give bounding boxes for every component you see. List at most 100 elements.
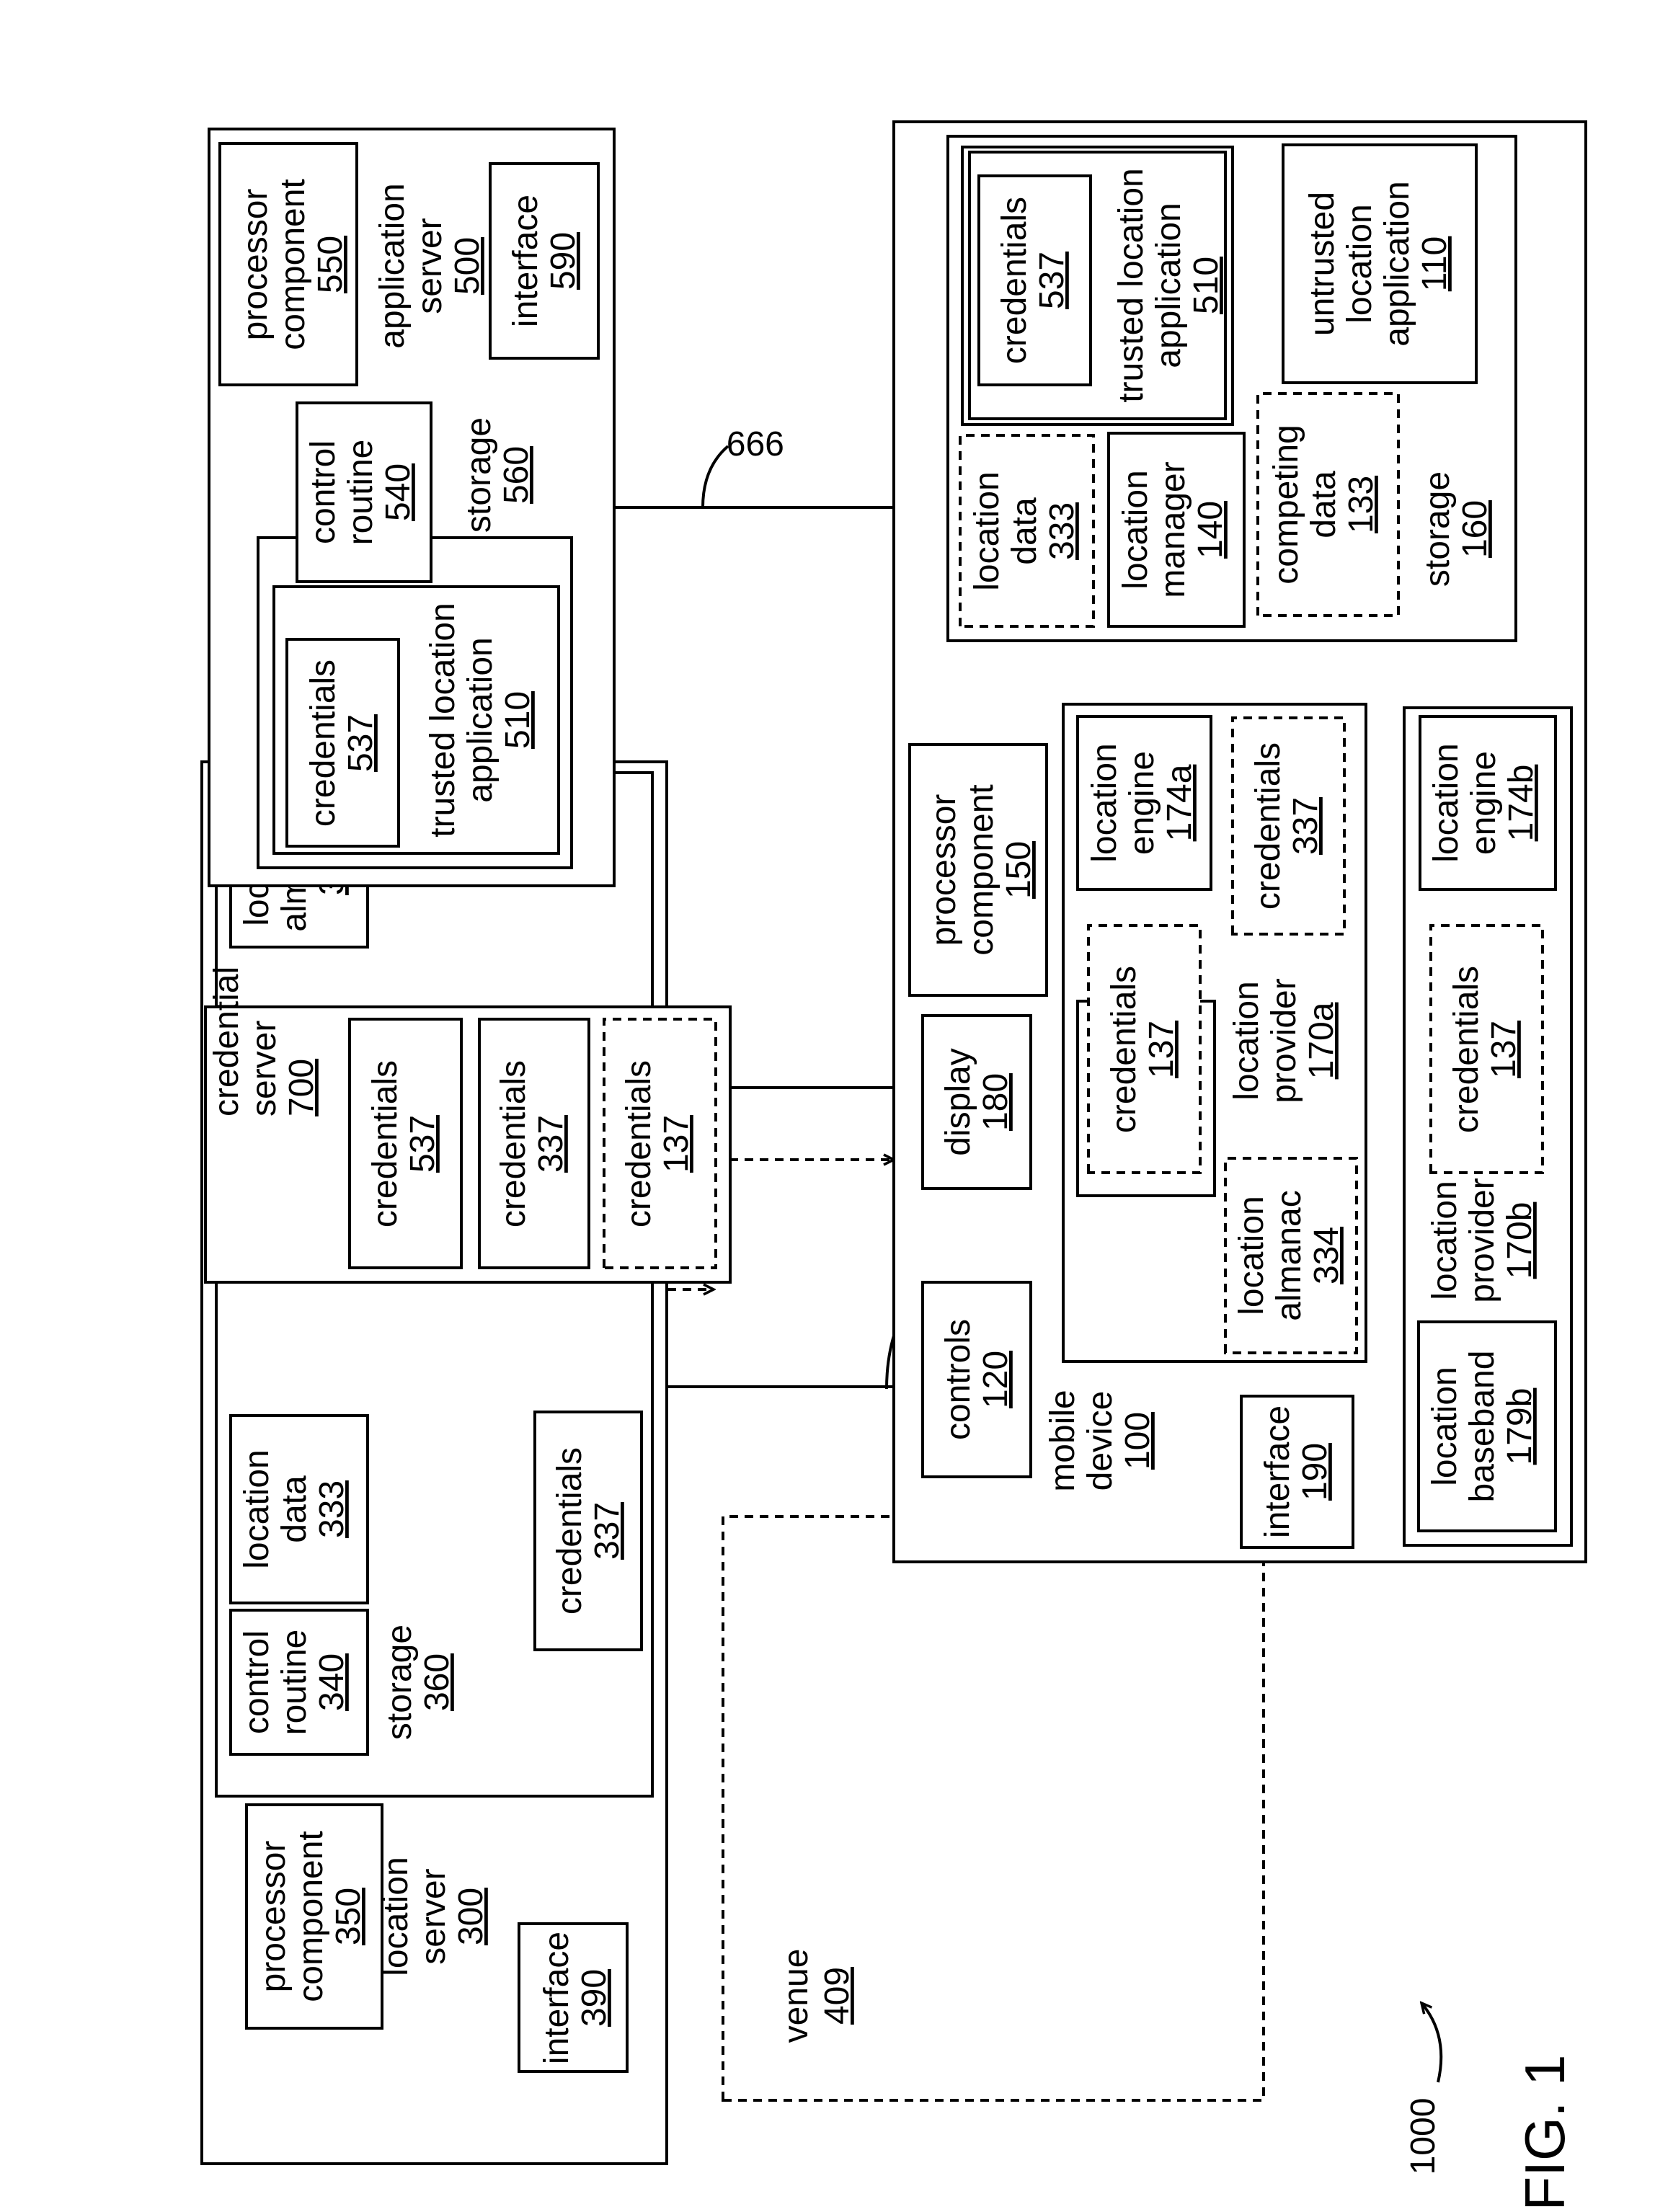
venue-number: 409 (818, 1967, 856, 2025)
md-locmgr-l2: manager (1154, 461, 1192, 598)
ls-processor-l1: processor (254, 1841, 293, 1993)
link-999-label: 999 (727, 424, 784, 462)
md-enga-num: 174a (1161, 764, 1199, 841)
md-cred537-l1: credentials (995, 197, 1034, 364)
mobile-device: mobile device 100 controls 120 display 1… (894, 122, 1586, 1562)
md-pa-l1: location (1228, 981, 1266, 1100)
as-tla-l1: trusted location (424, 603, 462, 838)
cs-label-l2: server (245, 1021, 283, 1116)
md-label-num: 100 (1119, 1412, 1157, 1470)
as-cred-num: 537 (342, 714, 380, 772)
md-interface-num: 190 (1296, 1443, 1334, 1501)
ls-label-l1: location (377, 1857, 415, 1976)
credential-server: credential server 700 credentials 537 cr… (205, 967, 730, 1282)
md-bbb-l2: baseband (1463, 1351, 1501, 1503)
ls-locdata-l1: location (238, 1449, 276, 1568)
md-cred137b-num: 137 (1485, 1021, 1523, 1078)
ls-interface-num: 390 (575, 1969, 613, 2027)
cs-cred137-num: 137 (657, 1115, 696, 1173)
as-label-l2: server (411, 218, 449, 314)
as-interface-num: 590 (544, 232, 582, 290)
md-processor-l2: component (962, 784, 1000, 956)
md-cred137a-num: 137 (1142, 1021, 1181, 1078)
md-comp-l2: data (1305, 471, 1343, 538)
link-999-leader (703, 446, 728, 507)
md-cred537-num: 537 (1033, 252, 1071, 309)
md-locmgr-num: 140 (1192, 501, 1230, 559)
md-uta-l2: location (1341, 204, 1379, 323)
md-enga-l2: engine (1123, 751, 1161, 855)
md-cred137a-l1: credentials (1105, 966, 1143, 1133)
md-label-l1: mobile (1044, 1390, 1082, 1491)
as-control-l2: routine (342, 440, 380, 546)
md-processor-l1: processor (925, 794, 963, 946)
md-locdata-num: 333 (1043, 502, 1081, 560)
ls-locdata-l2: data (275, 1475, 314, 1543)
cs-label-num: 700 (283, 1059, 321, 1116)
md-storage-num: 160 (1456, 500, 1494, 558)
cs-cred337-l1: credentials (494, 1060, 533, 1227)
md-enga-l1: location (1086, 743, 1124, 862)
location-server: processor component 350 location server … (202, 762, 667, 2164)
as-processor-num: 550 (311, 236, 350, 293)
ls-control-l1: control (238, 1630, 276, 1734)
ls-label-l2: server (414, 1868, 453, 1964)
md-engb-l2: engine (1465, 751, 1503, 855)
md-uta-num: 110 (1416, 236, 1454, 292)
cs-cred337-num: 337 (532, 1115, 570, 1173)
md-pb-l1: location (1426, 1181, 1464, 1300)
ls-storage-l1: storage (381, 1625, 419, 1740)
md-bbb-l1: location (1426, 1367, 1464, 1485)
as-interface-l1: interface (507, 195, 545, 327)
ls-storage-num: 360 (418, 1653, 456, 1711)
cs-cred137-l1: credentials (620, 1060, 658, 1227)
md-display-num: 180 (977, 1073, 1015, 1131)
md-processor-num: 150 (1000, 841, 1038, 899)
system-ref-label: 1000 (1404, 2098, 1442, 2175)
md-uta-l3: application (1378, 181, 1416, 347)
md-cred337a-num: 337 (1287, 797, 1325, 855)
md-comp-num: 133 (1342, 476, 1380, 533)
md-pb-l2: provider (1463, 1178, 1501, 1302)
ls-cred-num: 337 (588, 1502, 626, 1560)
md-pa-num: 170a (1303, 1002, 1341, 1079)
ls-processor-l2: component (292, 1831, 330, 2002)
md-alm-num: 334 (1308, 1227, 1346, 1284)
md-locmgr-l1: location (1117, 470, 1155, 589)
md-pa-l2: provider (1265, 978, 1303, 1103)
md-uta-l1: untrusted (1303, 192, 1341, 336)
md-locdata-l1: location (968, 471, 1006, 590)
md-display-l1: display (939, 1048, 977, 1155)
md-comp-l1: competing (1267, 425, 1305, 584)
system-ref-arrow (1421, 2003, 1441, 2082)
ls-control-l2: routine (275, 1630, 314, 1736)
as-cred-l1: credentials (304, 659, 342, 827)
as-tla-l2: application (461, 637, 500, 803)
md-cred137b-l1: credentials (1447, 966, 1486, 1133)
md-cred337a-l1: credentials (1249, 742, 1287, 910)
ls-processor-num: 350 (329, 1888, 368, 1945)
md-tla-l2: application (1150, 203, 1188, 368)
cs-cred537-l1: credentials (366, 1060, 404, 1227)
as-storage-l1: storage (460, 417, 498, 533)
md-storage-l1: storage (1419, 471, 1457, 587)
md-engb-num: 174b (1502, 765, 1540, 842)
md-tla-l1: trusted location (1112, 168, 1150, 403)
md-label-l2: device (1081, 1391, 1119, 1491)
md-pb-num: 170b (1501, 1202, 1539, 1279)
figure-label: FIG. 1 (1513, 2055, 1576, 2211)
venue: venue 409 (723, 1516, 1264, 2100)
md-alm-l2: almanac (1270, 1190, 1308, 1320)
as-tla-num: 510 (499, 691, 537, 749)
md-controls-l1: controls (939, 1319, 977, 1440)
md-tla-num: 510 (1187, 257, 1225, 314)
cs-label-l1: credential (208, 967, 246, 1116)
md-bbb-num: 179b (1501, 1388, 1539, 1465)
md-locdata-l2: data (1006, 497, 1044, 565)
cs-cred537-num: 537 (404, 1115, 442, 1173)
as-label-l1: application (373, 183, 412, 349)
ls-interface-l1: interface (538, 1932, 576, 2064)
as-control-l1: control (304, 440, 342, 544)
ls-control-num: 340 (313, 1653, 351, 1711)
